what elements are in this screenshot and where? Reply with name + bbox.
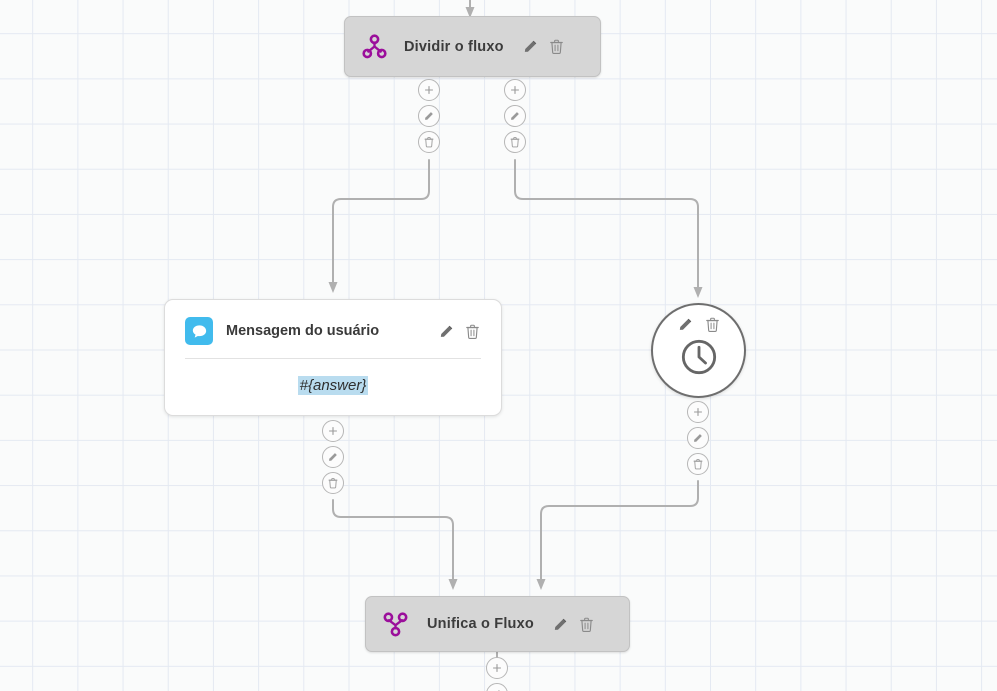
- edit-icon[interactable]: [438, 323, 455, 340]
- node-user-message-body: #{answer}: [165, 359, 501, 415]
- node-merge-flow-actions: [552, 616, 595, 633]
- delete-connector-button[interactable]: [322, 472, 344, 494]
- edit-connector-button[interactable]: [418, 105, 440, 127]
- add-node-button[interactable]: [418, 79, 440, 101]
- edit-connector-button[interactable]: [504, 105, 526, 127]
- node-split-flow[interactable]: Dividir o fluxo: [344, 16, 601, 77]
- node-user-message[interactable]: Mensagem do usuário: [164, 299, 502, 416]
- connector-buttons-timer[interactable]: [687, 401, 709, 475]
- delete-icon[interactable]: [578, 616, 595, 633]
- merge-flow-icon: [382, 611, 409, 638]
- add-node-button[interactable]: [687, 401, 709, 423]
- delete-connector-button[interactable]: [418, 131, 440, 153]
- edge-split-left-to-message: [328, 159, 430, 293]
- chat-bubble-icon: [185, 317, 213, 345]
- node-split-flow-actions: [522, 38, 565, 55]
- connector-buttons-split-right[interactable]: [504, 79, 526, 153]
- node-merge-flow-title: Unifica o Fluxo: [427, 616, 534, 632]
- add-node-button[interactable]: [486, 657, 508, 679]
- node-split-flow-title: Dividir o fluxo: [404, 38, 504, 55]
- edit-icon[interactable]: [552, 616, 569, 633]
- node-timer[interactable]: [651, 303, 746, 398]
- edit-icon[interactable]: [522, 38, 539, 55]
- delete-icon[interactable]: [464, 323, 481, 340]
- add-node-button[interactable]: [322, 420, 344, 442]
- connector-buttons-message[interactable]: [322, 420, 344, 494]
- delete-icon[interactable]: [704, 316, 721, 333]
- delete-icon[interactable]: [548, 38, 565, 55]
- node-merge-flow[interactable]: Unifica o Fluxo: [365, 596, 630, 652]
- edit-connector-button[interactable]: [486, 683, 508, 691]
- delete-connector-button[interactable]: [504, 131, 526, 153]
- edit-connector-button[interactable]: [322, 446, 344, 468]
- node-user-message-actions: [438, 323, 481, 340]
- split-flow-icon: [361, 33, 388, 60]
- connector-buttons-split-left[interactable]: [418, 79, 440, 153]
- delete-connector-button[interactable]: [687, 453, 709, 475]
- connector-buttons-merge[interactable]: [486, 657, 508, 691]
- node-timer-actions: [677, 316, 721, 333]
- edge-split-right-to-timer: [514, 159, 703, 298]
- edit-icon[interactable]: [677, 316, 694, 333]
- message-variable-token[interactable]: #{answer}: [297, 375, 369, 395]
- node-divider: [185, 358, 481, 359]
- edge-timer-to-merge: [536, 480, 699, 590]
- node-user-message-header: Mensagem do usuário: [165, 300, 501, 345]
- add-node-button[interactable]: [504, 79, 526, 101]
- clock-icon: [679, 337, 719, 377]
- edit-connector-button[interactable]: [687, 427, 709, 449]
- node-user-message-title: Mensagem do usuário: [226, 323, 380, 339]
- edge-message-to-merge: [332, 499, 458, 590]
